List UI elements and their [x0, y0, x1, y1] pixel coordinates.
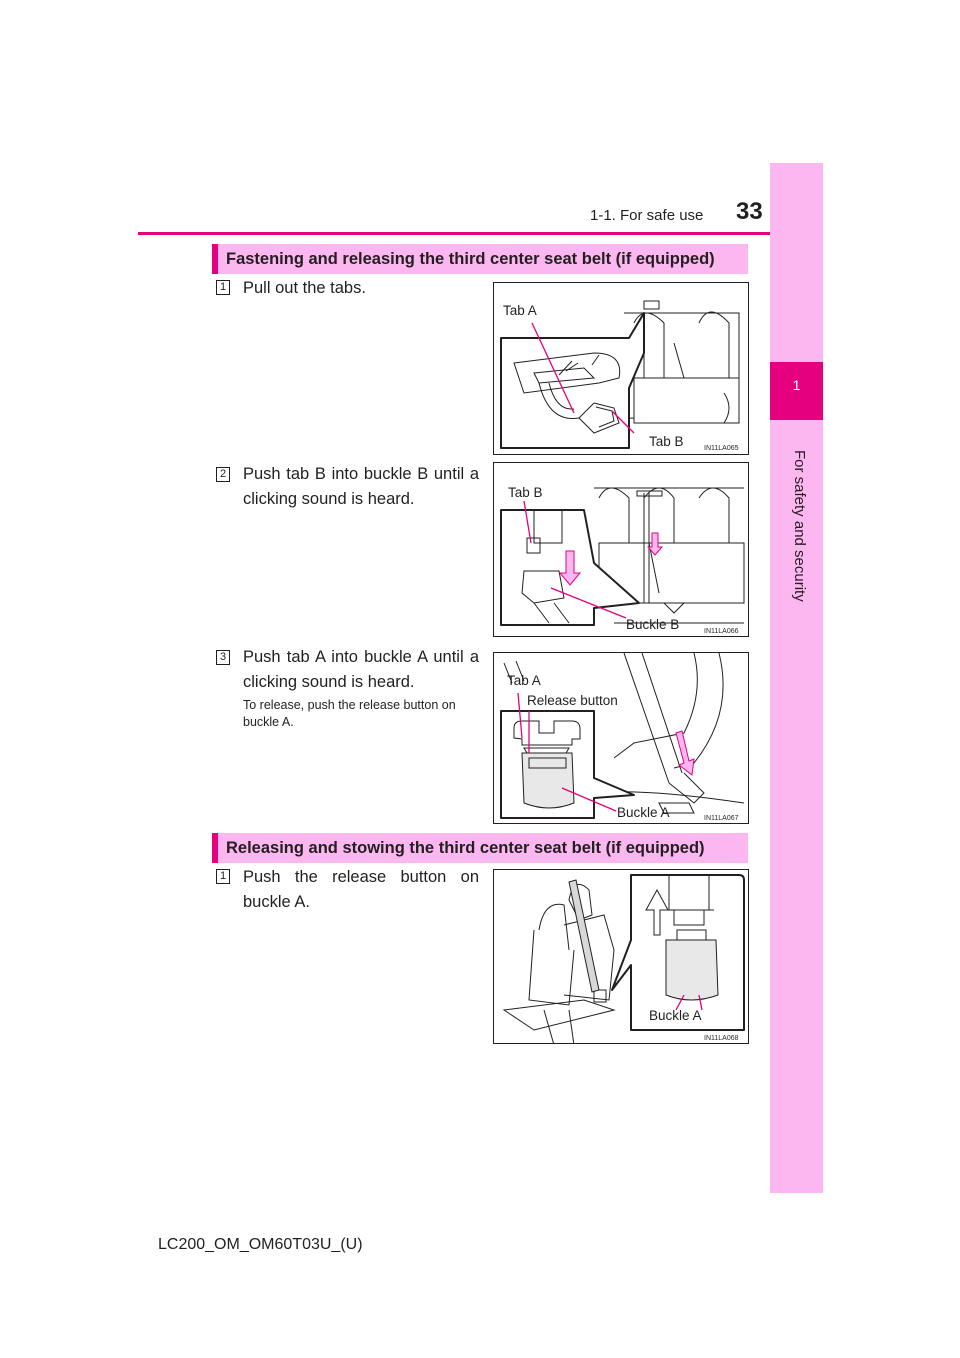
- figure-pull-out-tabs: Tab A Tab B IN11LA065: [493, 282, 749, 455]
- page-number: 33: [736, 198, 763, 225]
- step-text: Push the release button on buckle A.: [243, 868, 479, 911]
- figure-tab-b-into-buckle-b: Tab B Buckle B IN11LA066: [493, 462, 749, 637]
- seat-illustration: [502, 874, 745, 1043]
- callout-tab-a: Tab A: [503, 303, 537, 318]
- step-number-box: 1: [216, 869, 230, 884]
- callout-buckle-b: Buckle B: [626, 617, 680, 632]
- figure-release-button: Buckle A IN11LA068: [493, 869, 749, 1044]
- step-text: Push tab B into buckle B until a clickin…: [243, 465, 479, 508]
- seat-illustration: [500, 487, 745, 626]
- callout-tab-b: Tab B: [508, 485, 543, 500]
- seat-illustration: [500, 653, 745, 819]
- callout-release-button: Release button: [527, 693, 618, 708]
- step-number-box: 3: [216, 650, 230, 665]
- step-text: Push tab A into buckle A until a clickin…: [243, 648, 479, 691]
- callout-tab-b: Tab B: [649, 434, 684, 449]
- step-text: Pull out the tabs.: [243, 279, 366, 297]
- section-heading-fastening: Fastening and releasing the third center…: [212, 244, 748, 274]
- step-number-box: 2: [216, 467, 230, 482]
- figure-code: IN11LA067: [704, 815, 739, 822]
- document-code: LC200_OM_OM60T03U_(U): [158, 1236, 363, 1253]
- section-heading-releasing: Releasing and stowing the third center s…: [212, 833, 748, 863]
- step-note: To release, push the release button on b…: [243, 698, 456, 729]
- callout-buckle-a: Buckle A: [649, 1008, 702, 1023]
- figure-code: IN11LA068: [704, 1035, 739, 1042]
- running-header-section: 1-1. For safe use: [590, 207, 704, 224]
- callout-tab-a: Tab A: [507, 673, 541, 688]
- figure-code: IN11LA066: [704, 628, 739, 635]
- chapter-number-block: [770, 362, 823, 420]
- chapter-number: 1: [792, 377, 801, 393]
- chapter-title: For safety and security: [791, 450, 808, 602]
- callout-buckle-a: Buckle A: [617, 805, 670, 820]
- seat-illustration: [500, 300, 740, 449]
- step-number-box: 1: [216, 280, 230, 295]
- header-rule: [138, 232, 823, 235]
- figure-tab-a-into-buckle-a: Tab A Release button Buckle A IN11LA067: [493, 652, 749, 824]
- chapter-side-tab: [770, 163, 823, 1193]
- figure-code: IN11LA065: [704, 445, 739, 452]
